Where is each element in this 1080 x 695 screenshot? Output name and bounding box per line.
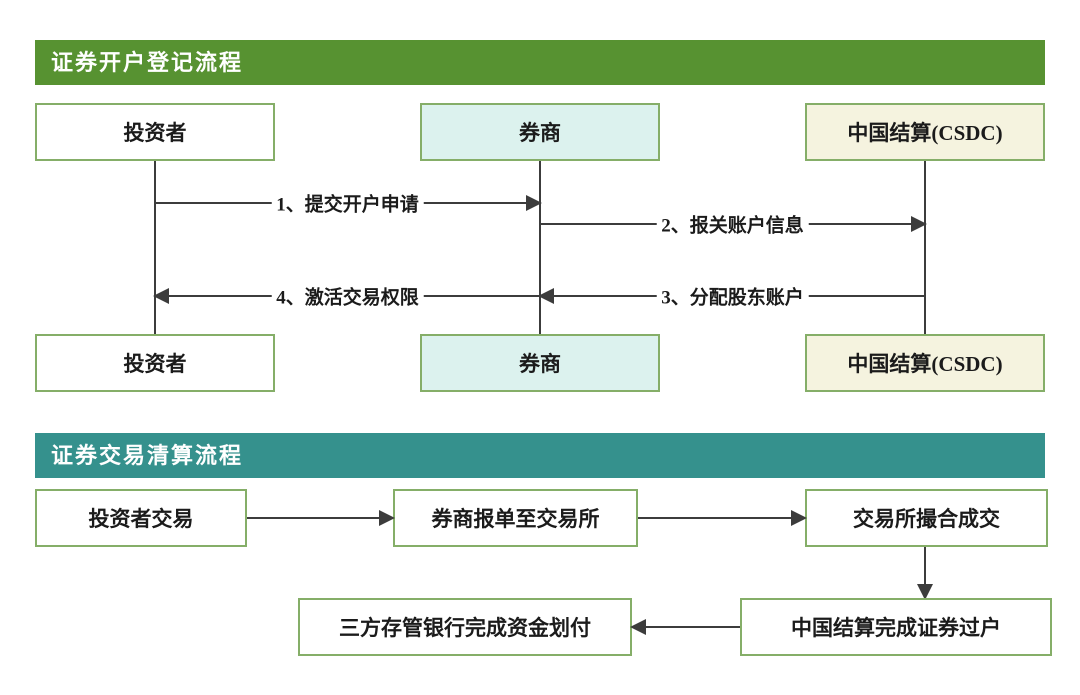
arrowhead-down-icon — [917, 584, 933, 600]
section-title-clearing: 证券交易清算流程 — [51, 443, 244, 468]
arrowhead-right-icon — [526, 195, 542, 211]
actor-box-investor-top: 投资者 — [35, 103, 275, 161]
section-header-registration: 证券开户登记流程 — [35, 40, 1045, 85]
actor-label-csdc-bottom: 中国结算(CSDC) — [847, 352, 1003, 376]
actor-box-csdc-top: 中国结算(CSDC) — [805, 103, 1045, 161]
actor-label-broker-bottom: 券商 — [519, 352, 561, 376]
flow-line-2 — [638, 517, 805, 519]
actor-box-investor-bottom: 投资者 — [35, 334, 275, 392]
arrowhead-left-icon — [538, 288, 554, 304]
node-exchange-match: 交易所撮合成交 — [805, 489, 1048, 547]
node-label-exchange-match: 交易所撮合成交 — [853, 507, 1000, 531]
node-label-bank-transfer: 三方存管银行完成资金划付 — [339, 616, 591, 640]
arrowhead-right-icon — [379, 510, 395, 526]
arrowhead-right-icon — [911, 216, 927, 232]
node-csdc-transfer: 中国结算完成证券过户 — [740, 598, 1052, 656]
node-label-investor-trade: 投资者交易 — [88, 507, 194, 531]
node-broker-order: 券商报单至交易所 — [393, 489, 638, 547]
actor-label-csdc-top: 中国结算(CSDC) — [847, 121, 1003, 145]
flow-line-3 — [632, 626, 740, 628]
arrowhead-left-icon — [630, 619, 646, 635]
section-header-clearing: 证券交易清算流程 — [35, 433, 1045, 478]
node-label-csdc-transfer: 中国结算完成证券过户 — [791, 616, 1001, 640]
actor-label-investor-bottom: 投资者 — [123, 352, 187, 376]
flow-line-1 — [247, 517, 393, 519]
lifeline-csdc — [924, 161, 926, 334]
lifeline-broker — [539, 161, 541, 334]
actor-label-broker-top: 券商 — [519, 121, 561, 145]
flow-arrow-down — [917, 547, 933, 600]
message-label-3: 3、分配股东账户 — [656, 282, 809, 310]
arrowhead-left-icon — [153, 288, 169, 304]
message-label-4: 4、激活交易权限 — [271, 282, 424, 310]
message-label-2: 2、报关账户信息 — [656, 210, 809, 238]
message-label-1: 1、提交开户申请 — [271, 189, 424, 217]
actor-box-csdc-bottom: 中国结算(CSDC) — [805, 334, 1045, 392]
node-bank-transfer: 三方存管银行完成资金划付 — [298, 598, 632, 656]
arrowhead-right-icon — [791, 510, 807, 526]
actor-label-investor-top: 投资者 — [123, 121, 187, 145]
actor-box-broker-bottom: 券商 — [420, 334, 660, 392]
node-investor-trade: 投资者交易 — [35, 489, 247, 547]
actor-box-broker-top: 券商 — [420, 103, 660, 161]
lifeline-investor — [154, 161, 156, 334]
section-title-registration: 证券开户登记流程 — [51, 50, 244, 75]
node-label-broker-order: 券商报单至交易所 — [431, 507, 600, 531]
